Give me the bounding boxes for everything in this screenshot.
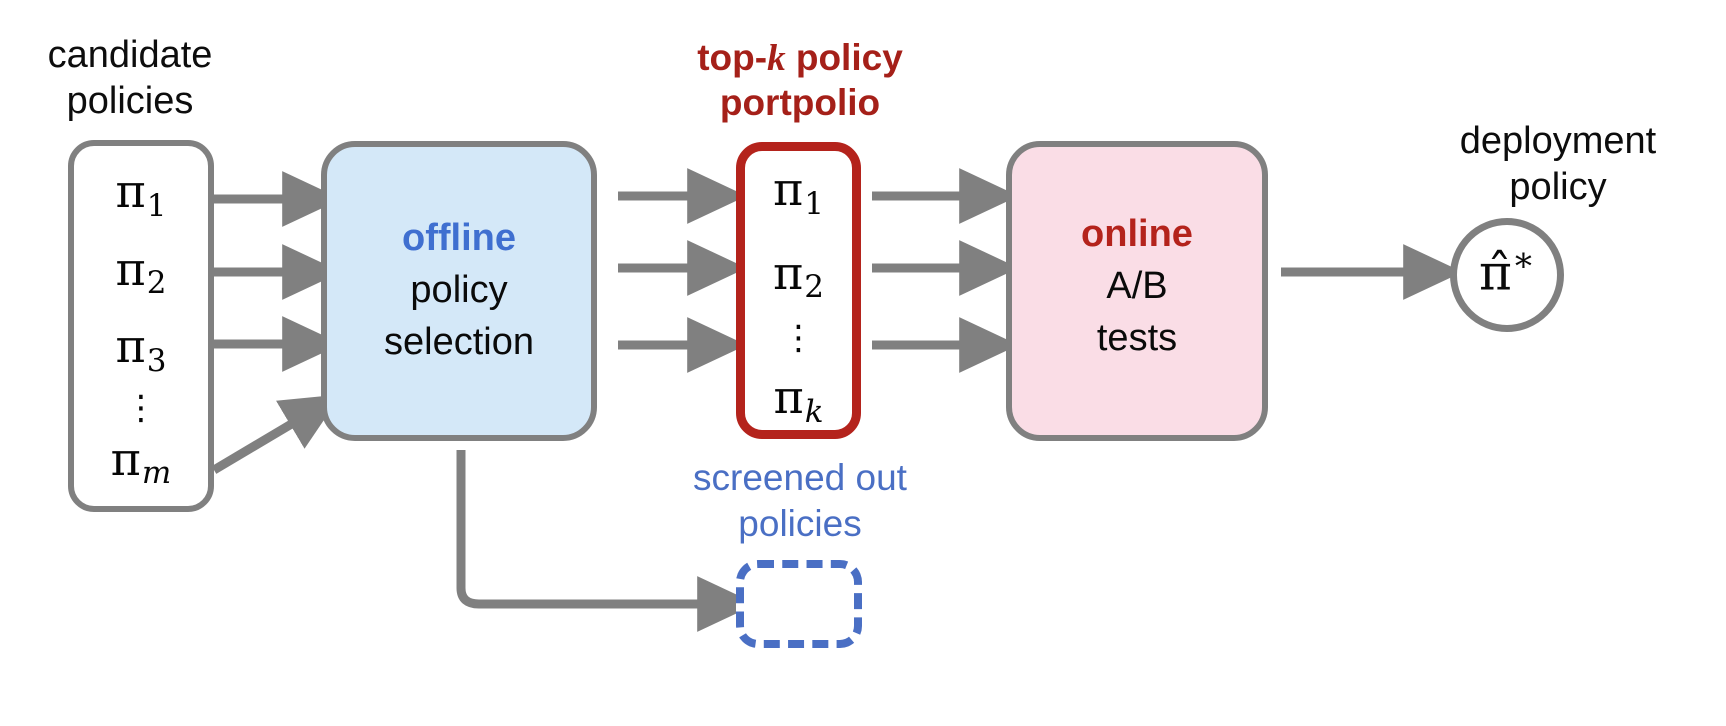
offline-accent-text: offline xyxy=(402,217,516,259)
online-accent-text: online xyxy=(1081,213,1193,255)
list-item: πm xyxy=(110,431,172,492)
list-item: π1 xyxy=(115,164,167,224)
pi-hat-glyph: π̂ xyxy=(1479,243,1512,302)
ellipsis-vertical: ⋮ xyxy=(124,388,158,429)
list-item: π2 xyxy=(115,241,167,302)
candidate-policies-box[interactable] xyxy=(68,140,214,512)
online-ab-tests-label: online A/B tests xyxy=(1006,208,1268,364)
topk-caption-prefix: top- xyxy=(697,37,768,78)
ellipsis-vertical: ⋮ xyxy=(781,318,816,359)
candidate-policies-caption: candidate policies xyxy=(47,34,213,122)
deployment-policy-circle[interactable] xyxy=(1450,218,1564,332)
online-line-3: tests xyxy=(1096,317,1178,359)
offline-policy-selection-label: offline policy selection xyxy=(321,212,597,368)
deployment-policy-caption: deployment policy xyxy=(1459,120,1657,208)
star-glyph: ∗ xyxy=(1511,240,1535,280)
topk-caption-suffix: policy xyxy=(785,37,903,78)
list-item: π1 xyxy=(773,162,824,222)
list-item: π2 xyxy=(773,245,824,306)
online-line-2: A/B xyxy=(1106,265,1168,307)
topk-portfolio-box[interactable] xyxy=(736,142,861,439)
arrow-candidate-diagonal xyxy=(211,394,342,474)
topk-portfolio-list: π1 π2 ⋮ πk xyxy=(736,160,861,428)
topk-portfolio-caption: top-k policy portpolio xyxy=(655,36,945,125)
list-item: πk xyxy=(773,370,824,430)
topk-caption-line-1: top-k policy xyxy=(655,36,945,81)
topk-caption-variable: k xyxy=(767,38,786,79)
screened-out-caption: screened out policies xyxy=(693,457,907,544)
screened-out-box[interactable] xyxy=(736,560,862,648)
deployment-policy-symbol: π̂∗ xyxy=(1450,240,1564,302)
online-ab-tests-box[interactable] xyxy=(1006,141,1268,441)
offline-line-2: policy xyxy=(410,269,508,311)
topk-caption-line-2: portpolio xyxy=(719,82,881,123)
offline-policy-selection-box[interactable] xyxy=(321,141,597,441)
list-item: π3 xyxy=(115,319,167,380)
candidate-policies-list: π1 π2 π3 ⋮ πm xyxy=(68,160,214,489)
offline-line-3: selection xyxy=(384,321,534,363)
